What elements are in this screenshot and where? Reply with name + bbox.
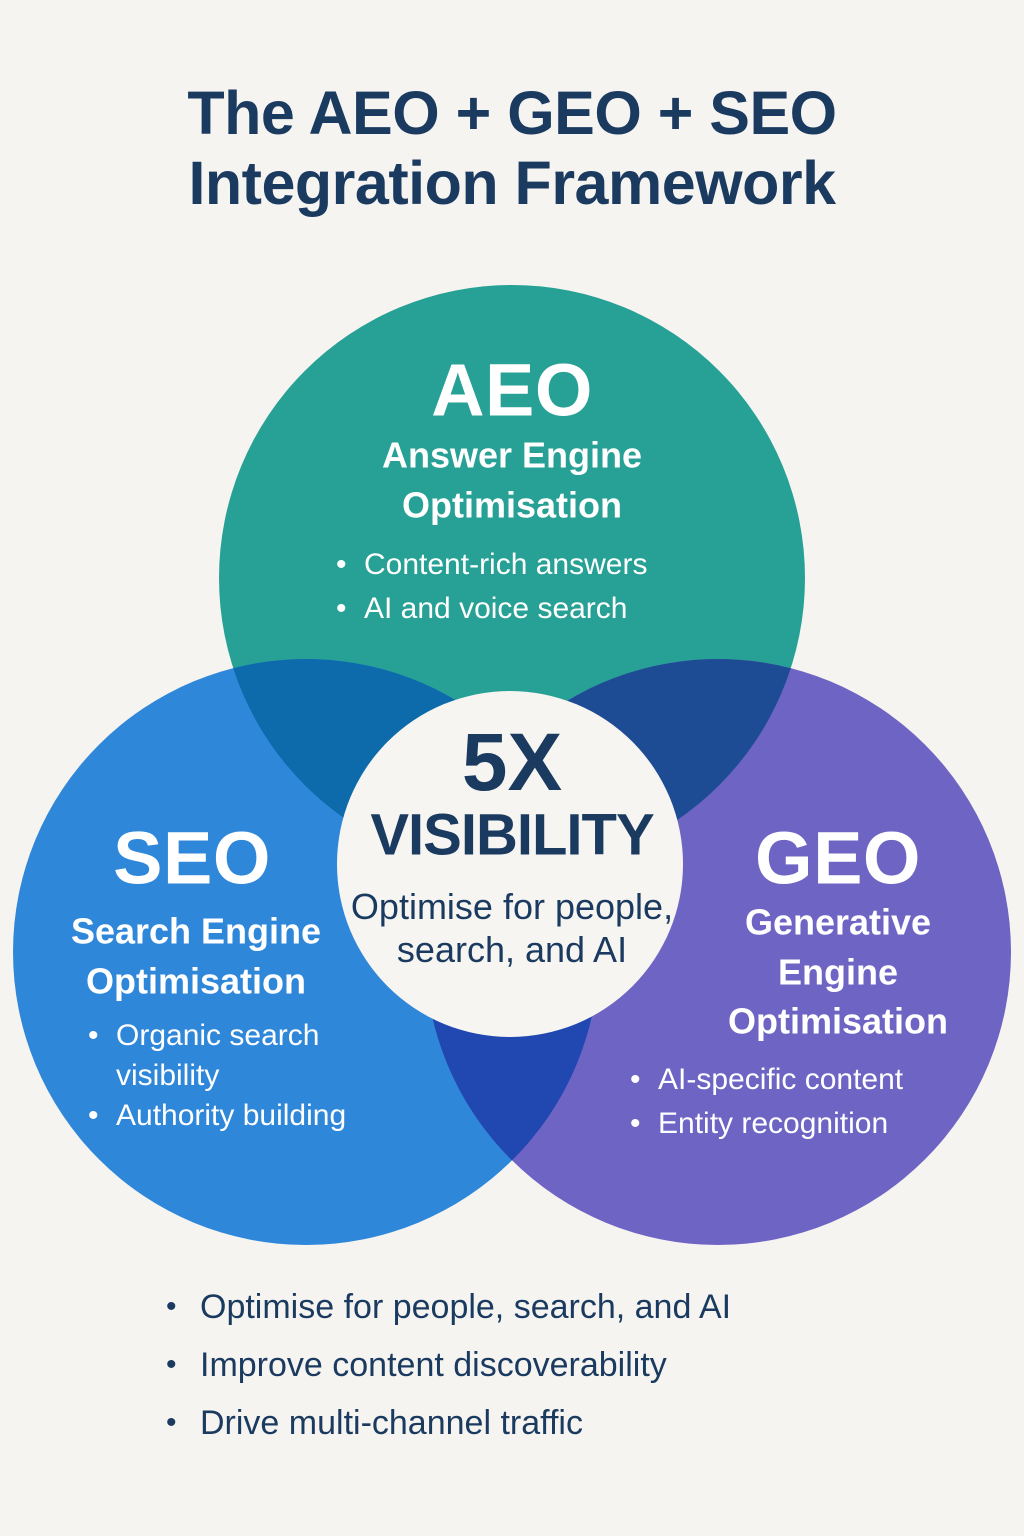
aeo-bullet-item: AI and voice search	[334, 587, 714, 631]
footer-bullet-list: Optimise for people, search, and AI Impr…	[162, 1278, 731, 1452]
geo-bullet-list: AI-specific content Entity recognition	[628, 1058, 958, 1146]
aeo-acronym: AEO	[431, 348, 593, 432]
center-subtitle-line2: search, and AI	[396, 929, 628, 970]
center-stat: 5X	[461, 717, 563, 808]
seo-name: Search Engine Optimisation	[70, 910, 322, 1001]
geo-name: Generative Engine Optimisation	[727, 901, 948, 1042]
footer-bullet-item: Optimise for people, search, and AI	[162, 1278, 731, 1336]
center-label: VISIBILITY	[370, 802, 654, 868]
aeo-bullet-list: Content-rich answers AI and voice search	[334, 543, 714, 631]
aeo-bullet-item: Content-rich answers	[334, 543, 714, 587]
geo-bullet-item: AI-specific content	[628, 1058, 958, 1102]
center-circle	[337, 691, 683, 1037]
footer-bullet-item: Improve content discoverability	[162, 1336, 731, 1394]
geo-bullet-item: Entity recognition	[628, 1102, 958, 1146]
seo-bullet-item: Organic search visibility	[86, 1016, 386, 1096]
footer-bullet-item: Drive multi-channel traffic	[162, 1394, 731, 1452]
title-line1: The AEO + GEO + SEO	[187, 79, 837, 147]
geo-acronym: GEO	[755, 816, 921, 900]
page-title: The AEO + GEO + SEO Integration Framewor…	[22, 78, 1002, 218]
center-subtitle: Optimise for people, search, and AI	[351, 885, 673, 971]
seo-acronym: SEO	[113, 816, 271, 900]
seo-bullet-item: Authority building	[86, 1096, 386, 1136]
center-subtitle-line1: Optimise for people,	[350, 886, 674, 927]
seo-bullet-list: Organic search visibility Authority buil…	[86, 1016, 386, 1136]
title-line2: Integration Framework	[188, 149, 836, 217]
aeo-name: Answer Engine Optimisation	[381, 434, 643, 525]
